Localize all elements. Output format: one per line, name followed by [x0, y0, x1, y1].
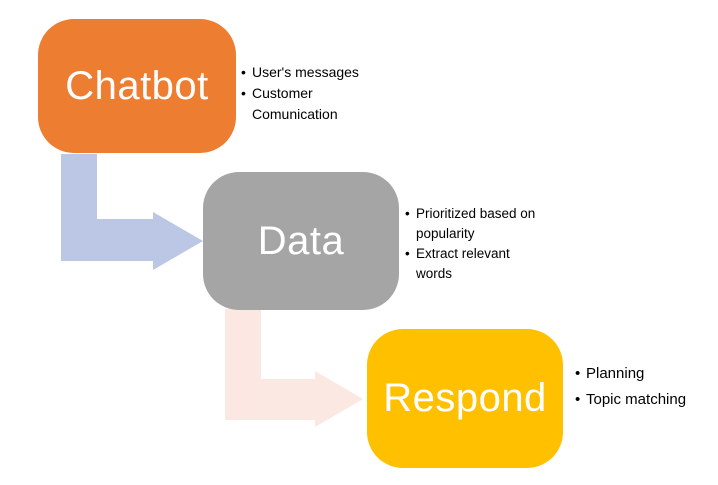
bent-arrow-chatbot-to-data-icon: [61, 154, 203, 270]
bullet-list-respond: • Planning • Topic matching: [575, 361, 718, 413]
bullet-text: Planning: [586, 365, 645, 382]
bullet-icon: •: [405, 206, 410, 221]
bullet-item: • Extract relevant words: [405, 244, 547, 284]
bullet-item: • User's messages: [241, 62, 381, 83]
bullet-text: User's messages: [252, 64, 359, 80]
bullet-icon: •: [241, 64, 246, 80]
step-box-chatbot: Chatbot: [38, 19, 236, 153]
bullet-item: • Prioritized based on popularity: [405, 204, 547, 244]
bullet-icon: •: [241, 85, 246, 101]
step-label-chatbot: Chatbot: [65, 63, 209, 108]
bullet-item: • Topic matching: [575, 387, 718, 413]
bullet-list-data: • Prioritized based on popularity • Extr…: [405, 204, 547, 284]
bullet-text: Topic matching: [586, 391, 687, 408]
bullet-icon: •: [575, 365, 581, 382]
step-label-respond: Respond: [383, 376, 547, 420]
bullet-list-chatbot: • User's messages • Customer Comunicatio…: [241, 62, 381, 125]
bullet-item: • Customer Comunication: [241, 83, 381, 125]
bullet-icon: •: [575, 391, 581, 408]
bullet-text: Customer Comunication: [252, 85, 338, 122]
step-box-respond: Respond: [367, 329, 563, 468]
step-box-data: Data: [203, 172, 399, 310]
bullet-icon: •: [405, 246, 410, 261]
bullet-text: Prioritized based on popularity: [416, 206, 536, 241]
step-label-data: Data: [257, 218, 345, 263]
bullet-item: • Planning: [575, 361, 718, 387]
bent-arrow-data-to-respond-icon: [225, 309, 363, 427]
bullet-text: Extract relevant words: [416, 246, 510, 281]
